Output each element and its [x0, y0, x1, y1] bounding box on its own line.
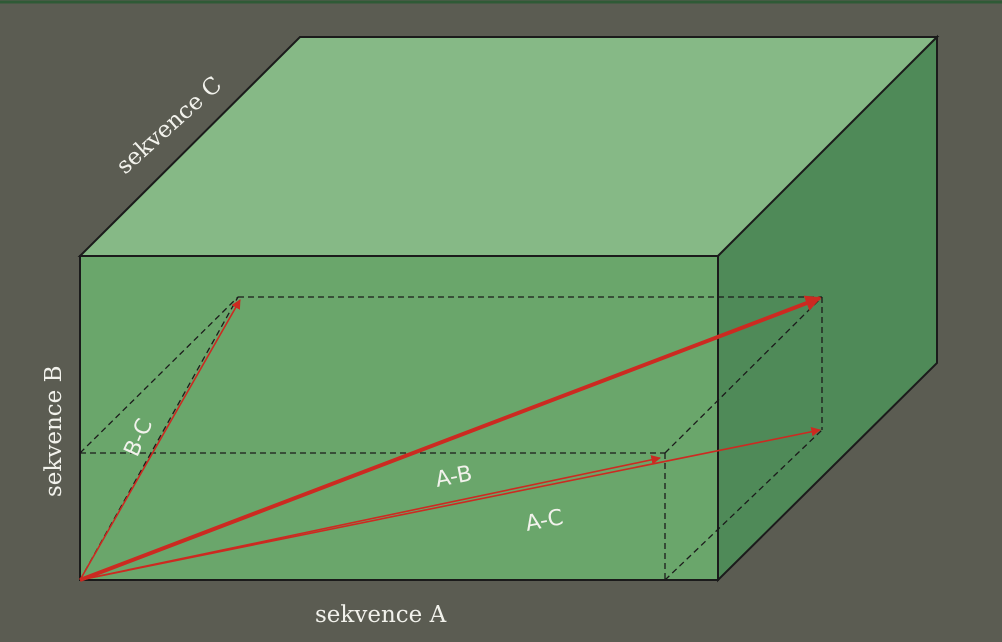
box-front-face	[79, 255, 719, 581]
vector-bc-arrow	[79, 299, 241, 581]
vector-abc-arrow	[79, 295, 822, 582]
vector-ac-arrow	[79, 427, 821, 581]
axis-label-sekvence-a: sekvence A	[315, 602, 447, 628]
axis-label-sekvence-b: sekvence B	[41, 366, 67, 497]
